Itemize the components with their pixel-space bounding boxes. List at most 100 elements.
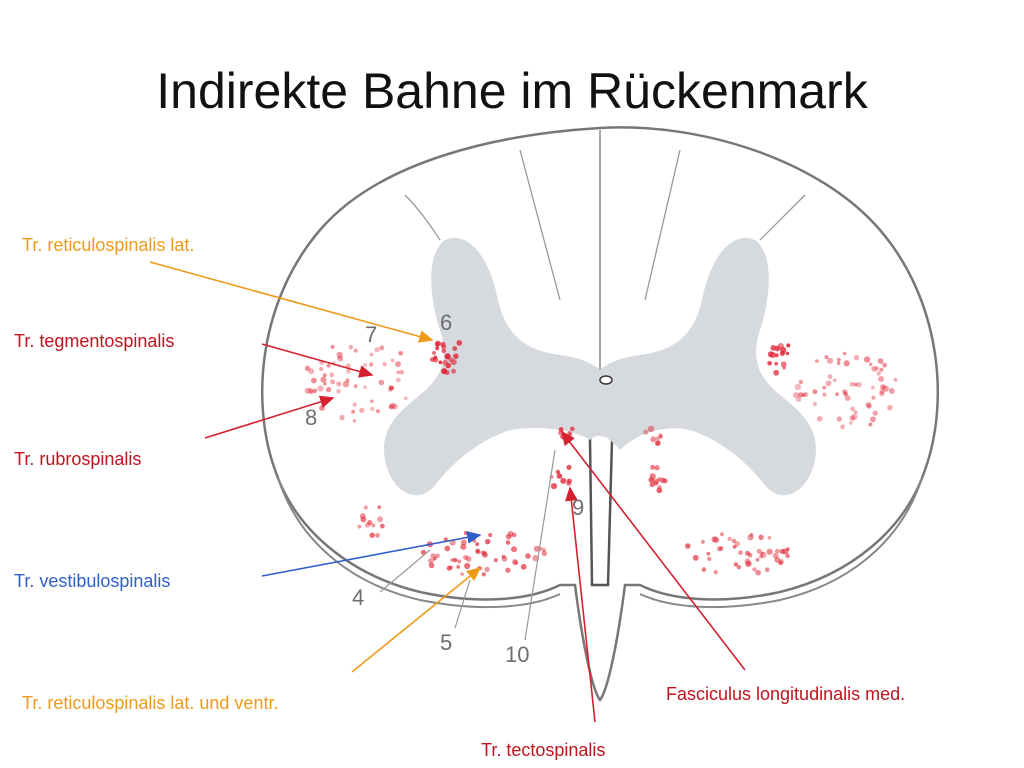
tract-dot: [778, 559, 784, 565]
tract-dot: [655, 436, 660, 441]
tract-dot: [493, 558, 498, 563]
tract-dot: [759, 554, 764, 559]
tract-dot: [774, 556, 781, 563]
tract-dot: [488, 532, 493, 538]
tract-dot: [749, 533, 754, 537]
tract-dot: [868, 422, 873, 427]
tract-dot: [444, 353, 451, 360]
tract-dot: [533, 545, 540, 552]
tract-dot: [440, 341, 446, 347]
tract-dot: [836, 416, 842, 422]
cluster-ventral-far-left: [357, 505, 385, 538]
tract-dot: [339, 415, 345, 421]
tract-dot: [475, 542, 480, 547]
tract-dot: [330, 344, 335, 349]
tract-dot: [822, 392, 827, 397]
tract-dot: [432, 351, 436, 355]
tract-dot: [377, 516, 384, 523]
tract-dot: [685, 543, 691, 549]
tract-dot: [388, 385, 394, 391]
tract-dot: [452, 346, 458, 351]
tract-dot: [816, 416, 823, 422]
tract-dot: [441, 348, 447, 354]
tract-dot: [769, 351, 777, 359]
tract-dot: [322, 373, 327, 378]
tract-dot: [501, 554, 506, 559]
tract-dot: [359, 407, 365, 413]
tract-dot: [456, 565, 461, 569]
tract-dot: [734, 541, 740, 547]
tract-dot: [774, 353, 779, 358]
leader-5: [454, 579, 471, 629]
tract-dot: [379, 345, 385, 351]
tract-dot: [780, 361, 787, 368]
tract-dot: [853, 410, 858, 415]
tract-dot: [648, 477, 655, 483]
tract-dot: [446, 565, 452, 571]
tract-dot: [747, 552, 753, 558]
dorsal-root-left: [404, 194, 441, 241]
tract-dot: [842, 351, 847, 356]
tract-dot: [767, 535, 772, 540]
tract-dot: [853, 354, 860, 361]
tract-dot: [824, 355, 829, 360]
tract-dot: [658, 433, 663, 438]
tract-dot: [342, 381, 350, 388]
label-reticulospinalis-lat-ventr: Tr. reticulospinalis lat. und ventr.: [22, 693, 279, 713]
tract-dot: [379, 523, 385, 529]
tract-dot: [396, 370, 401, 375]
tract-dot: [435, 340, 441, 347]
tract-dot: [377, 505, 382, 510]
ventral-fissure: [588, 431, 614, 587]
tract-dot: [843, 360, 850, 367]
tract-dot: [570, 426, 575, 432]
tract-dot: [441, 368, 448, 375]
tract-dot: [700, 539, 705, 544]
tract-dot: [888, 388, 895, 394]
tract-dot: [541, 550, 547, 557]
tract-dot: [842, 389, 848, 395]
arrow-fasciculus-longitudinalis: [561, 430, 746, 671]
tract-dot: [785, 553, 790, 559]
tract-dot: [357, 524, 362, 529]
tract-dot: [752, 567, 757, 572]
tract-dot: [756, 548, 762, 554]
tract-dot: [803, 392, 809, 397]
tract-dot: [448, 357, 454, 363]
tract-dot: [525, 553, 531, 559]
tract-dot: [430, 553, 436, 559]
arrow-reticulospinalis-lat-ventr: [351, 566, 482, 673]
dorsal-line-left: [519, 149, 561, 301]
tract-dot: [395, 361, 401, 367]
cluster-right-fasc: [643, 425, 663, 446]
tract-dot: [435, 346, 440, 351]
tract-dot: [772, 552, 779, 559]
tract-dot: [482, 550, 487, 555]
tract-dot: [812, 401, 818, 407]
tract-dot: [360, 516, 367, 523]
tract-dot: [374, 347, 380, 353]
tract-dot: [812, 389, 818, 395]
tract-dot: [720, 532, 724, 537]
tract-dot: [370, 399, 374, 404]
tract-dot: [780, 347, 787, 354]
arrow-tectospinalis: [564, 486, 596, 723]
tract-dot: [758, 534, 764, 540]
tract-dot: [701, 567, 707, 572]
tract-dot: [346, 368, 351, 374]
tract-dot: [375, 533, 380, 538]
tract-dot: [326, 363, 331, 368]
arrow-rubrospinalis: [204, 395, 335, 439]
tract-dot: [851, 413, 858, 421]
tract-dot: [363, 505, 368, 510]
tract-dot: [794, 383, 802, 391]
tract-dot: [662, 478, 668, 484]
tract-dot: [568, 432, 573, 437]
tract-dot: [352, 402, 357, 407]
tract-dot: [317, 385, 324, 392]
tract-dot: [731, 538, 737, 544]
tract-dot: [878, 376, 885, 382]
tract-dot: [382, 362, 387, 367]
tract-dot: [774, 361, 778, 366]
